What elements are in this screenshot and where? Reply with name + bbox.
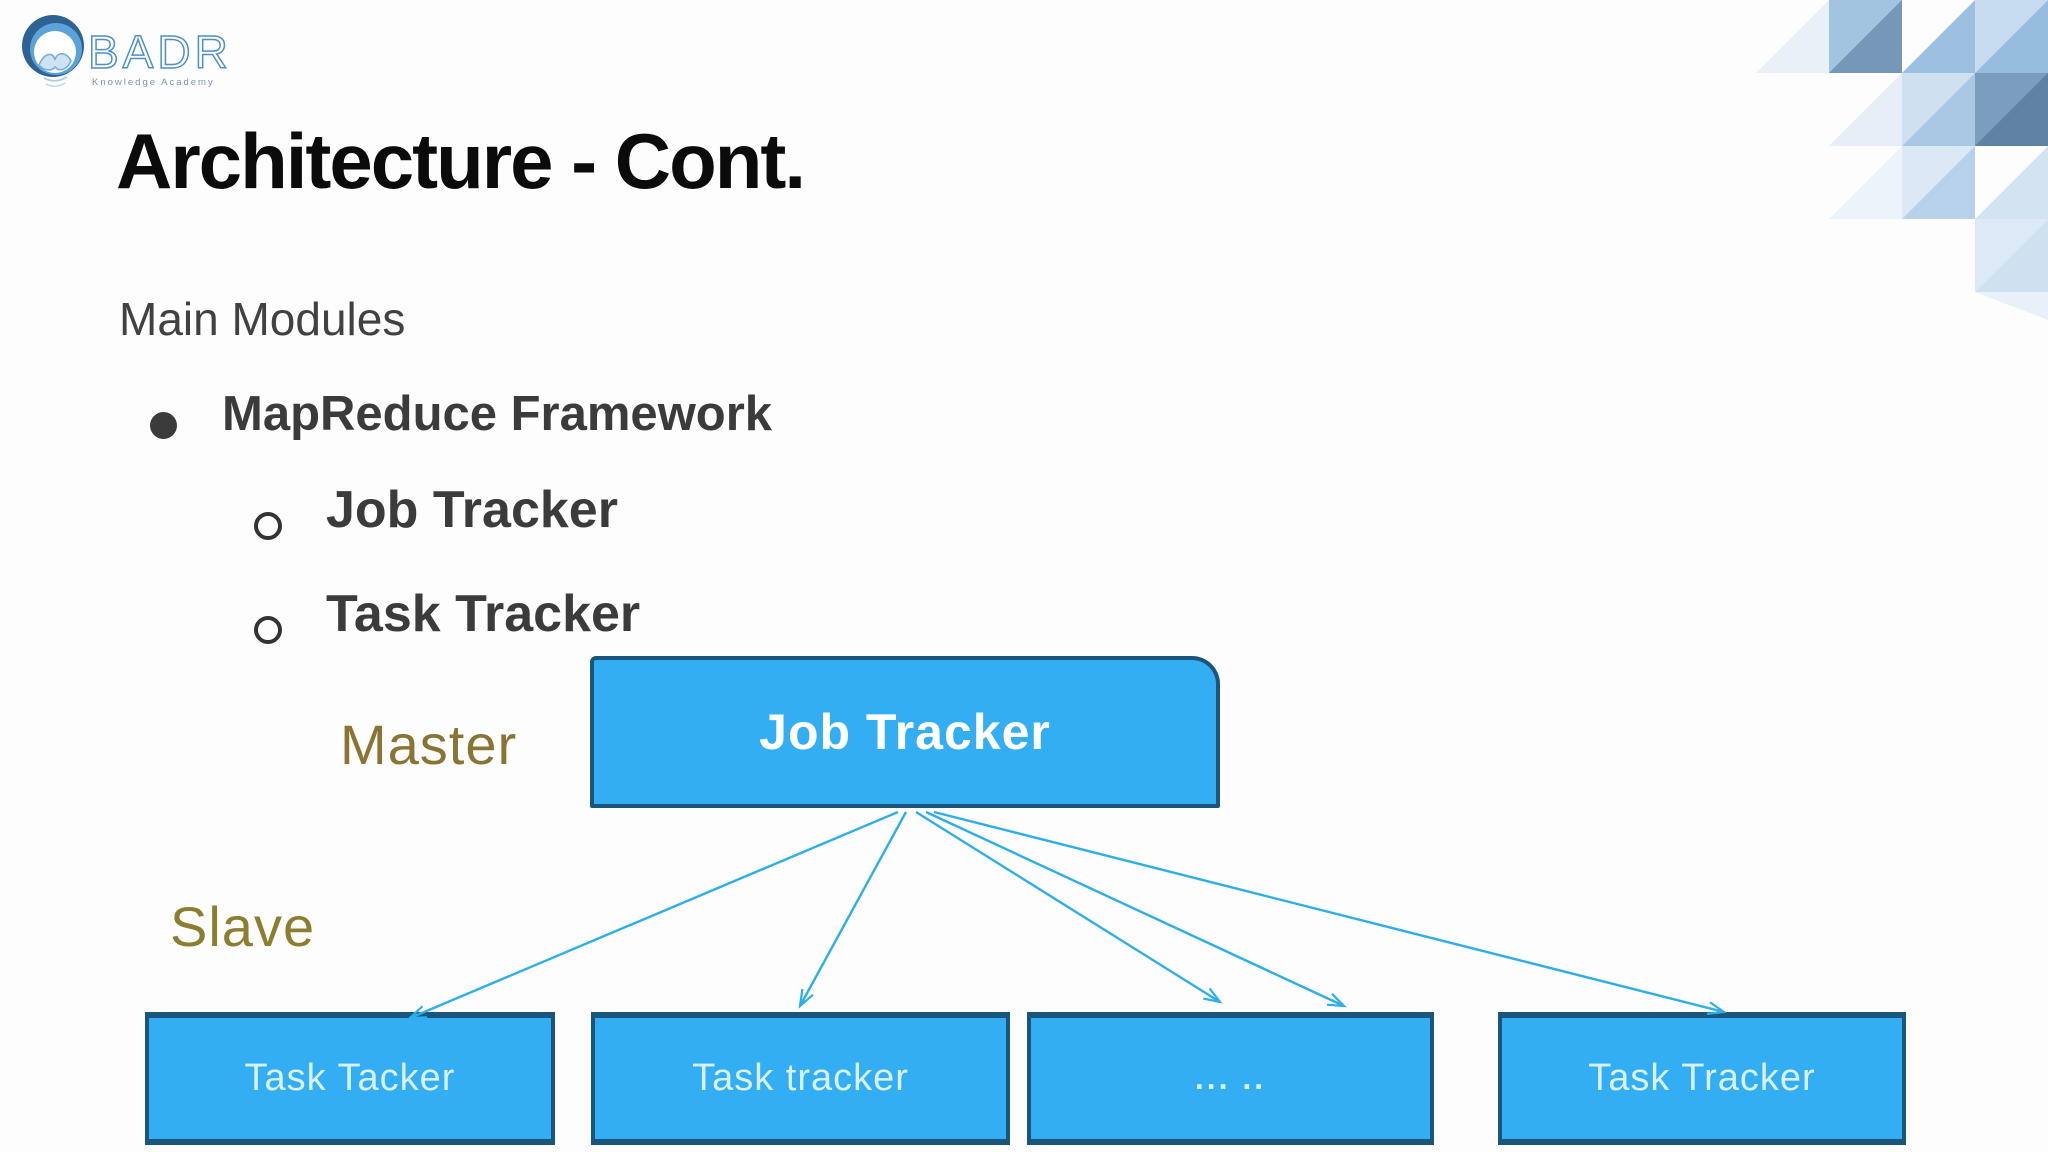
bullet-ring-icon [254, 512, 282, 540]
slide-title: Architecture - Cont. [116, 117, 806, 205]
bullet-item-task-tracker: Task Tracker [326, 585, 641, 643]
slave-label: Slave [170, 895, 316, 958]
bullet-dot-icon [150, 412, 177, 439]
brand-tagline: Knowledge Academy [92, 77, 215, 88]
task-tracker-box-4: Task Tracker [1498, 1012, 1906, 1145]
logo-icon [22, 15, 84, 87]
task-box-label: Task Tracker [1588, 1057, 1816, 1099]
job-tracker-box-label: Job Tracker [759, 704, 1051, 760]
bullet-item-mapreduce: MapReduce Framework [222, 387, 773, 441]
bullet-item-job-tracker: Job Tracker [326, 481, 618, 539]
bullet-ring-icon [254, 616, 282, 644]
task-tracker-box-2: Task tracker [591, 1012, 1010, 1145]
task-tracker-box-1: Task Tacker [145, 1012, 555, 1145]
section-heading: Main Modules [119, 293, 406, 345]
task-box-label: Task tracker [692, 1057, 909, 1099]
task-box-label: ... .. [1194, 1060, 1267, 1096]
master-label: Master [340, 713, 518, 776]
triangle-mosaic-decoration [1756, 0, 2048, 320]
job-tracker-box: Job Tracker [590, 656, 1220, 808]
brand-text: BADR [88, 26, 232, 78]
logo: BADR Knowledge Academy [16, 6, 236, 106]
task-tracker-box-ellipsis: ... .. [1027, 1012, 1434, 1145]
task-box-label: Task Tacker [244, 1057, 456, 1099]
